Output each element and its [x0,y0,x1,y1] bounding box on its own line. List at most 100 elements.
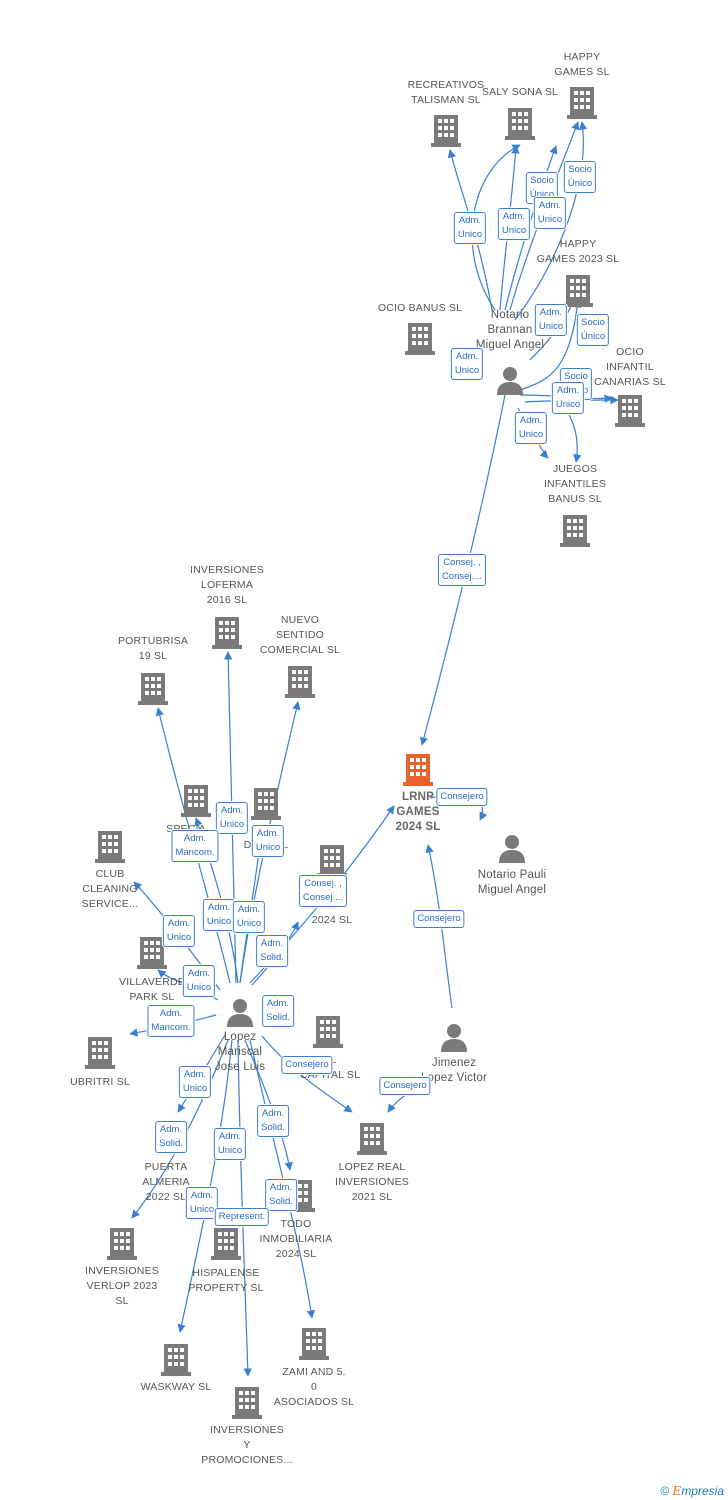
edge-label-badge[interactable]: Socio Único [576,314,610,346]
company-label: TODO INMOBILIARIA 2024 SL [241,1217,351,1262]
company-label: INVERSIONES Y PROMOCIONES... [192,1423,302,1468]
company-node-inversiones-2024[interactable] [317,843,347,877]
company-node-happy-2023[interactable] [563,273,593,307]
company-label-text: OCIO BANUS SL [377,302,463,314]
edge-label-badge[interactable]: Consej. , Consej.... [298,875,348,907]
edge-label-badge[interactable]: Adm. Unico [215,802,249,834]
company-label: SALY SONA SL [465,85,575,100]
person-label: Lopez Mariscal Jose Luis [185,1030,295,1075]
edge-label-badge[interactable]: Consejero [281,1056,333,1074]
building-icon [615,395,645,427]
edge-label-badge[interactable]: Adm. Unico [551,382,585,414]
person-node-notario-pauli[interactable] [497,833,527,863]
company-label-text: UBRITRI SL [70,1076,130,1088]
person-icon [497,367,523,395]
building-icon [431,115,461,147]
person-node-notario-brannan[interactable] [495,365,525,395]
company-node-portubrisa[interactable] [138,671,168,705]
edge-label-badge[interactable]: Adm. Unico [162,915,196,947]
company-label-text: ZAMI AND 5. 0 ASOCIADOS SL [273,1366,355,1408]
company-label: VILLAVERDE PARK SL [97,975,207,1005]
building-icon [567,87,597,119]
company-label-text: TODO INMOBILIARIA 2024 SL [259,1218,333,1260]
company-label: HISPALENSE PROPERTY SL [171,1266,281,1296]
company-label: INVERSIONES VERLOP 2023 SL [67,1264,177,1309]
company-node-zami[interactable] [299,1326,329,1360]
company-node-waskway[interactable] [161,1342,191,1376]
building-icon [560,515,590,547]
company-node-loferma[interactable] [212,615,242,649]
company-node-lopez-real[interactable] [357,1121,387,1155]
building-icon [107,1228,137,1260]
person-icon [441,1024,467,1052]
edge-label-badge[interactable]: Adm. Unico [202,899,236,931]
edge-label-badge[interactable]: Socio Único [563,161,597,193]
company-node-ocio-banus[interactable] [405,321,435,355]
edge-label-badge[interactable]: Consej. , Consej.... [437,554,487,586]
building-icon [137,937,167,969]
building-icon [212,617,242,649]
company-node-ubritri[interactable] [85,1035,115,1069]
company-label: HAPPY GAMES SL [527,50,637,80]
edge-label-badge[interactable]: Adm. Mancom. [171,830,219,862]
building-icon [211,1228,241,1260]
person-node-jimenez[interactable] [439,1022,469,1052]
edge-label-badge[interactable]: Consejero [436,788,488,806]
company-label: OCIO INFANTIL CANARIAS SL [575,345,685,390]
edge-label-badge[interactable]: Adm. Unico [213,1128,247,1160]
building-icon [313,1016,343,1048]
edge-label-badge[interactable]: Adm. Unico [533,197,567,229]
person-label: Notario Pauli Miguel Angel [457,868,567,898]
building-icon [138,673,168,705]
company-label: PORTUBRISA 19 SL [98,634,208,664]
company-label-text: SALY SONA SL [481,86,559,98]
edge-label-badge[interactable]: Adm. Unico [514,412,548,444]
company-node-club-cleaning[interactable] [95,829,125,863]
company-label-text: INVERSIONES LOFERMA 2016 SL [190,564,264,606]
company-node-hispalense[interactable] [211,1226,241,1260]
company-node-domi[interactable] [251,786,281,820]
edge-label-badge[interactable]: Consejero [413,910,465,928]
company-node-villaverde[interactable] [137,935,167,969]
company-label-text: HISPALENSE PROPERTY SL [188,1267,264,1294]
edge-label-badge[interactable]: Adm. Unico [182,965,216,997]
edge-label-badge[interactable]: Adm. Solid. [265,1179,297,1211]
company-label-text: PUERTA ALMERIA 2022 SL [142,1161,190,1203]
building-icon [251,788,281,820]
building-icon [563,275,593,307]
edge-label-badge[interactable]: Adm. Solid. [155,1121,187,1153]
edge-label-badge[interactable]: Adm. Unico [251,825,285,857]
company-node-nuevo-sentido[interactable] [285,664,315,698]
company-node-promociones[interactable] [232,1385,262,1419]
person-label: Notario Brannan Miguel Angel [455,308,565,353]
company-node-juegos[interactable] [560,513,590,547]
edge-label-badge[interactable]: Adm. Unico [497,208,531,240]
edge-label-badge[interactable]: Adm. Unico [178,1066,212,1098]
company-label-text: PORTUBRISA 19 SL [117,635,189,662]
edge-label-badge[interactable]: Adm. Solid. [262,995,294,1027]
edge-label-badge[interactable]: Adm. Unico [534,304,568,336]
edge-label-badge[interactable]: Adm. Unico [232,901,266,933]
company-node-especial[interactable] [181,783,211,817]
edge-label-badge[interactable]: Adm. Unico [453,212,487,244]
edge-label-badge[interactable]: Adm. Solid. [256,935,288,967]
company-label: LOPEZ REAL INVERSIONES 2021 SL [317,1160,427,1205]
edge-label-badge[interactable]: Adm. Unico [185,1187,219,1219]
edge-label-badge[interactable]: Represent. [214,1208,270,1226]
company-node-saly-sona[interactable] [505,106,535,140]
edge-label-badge[interactable]: Adm. Solid. [257,1105,289,1137]
edge-label-badge[interactable]: Consejero [379,1077,431,1095]
company-node-capital[interactable] [313,1014,343,1048]
company-node-happy-games[interactable] [567,85,597,119]
person-node-lopez-mariscal[interactable] [225,997,255,1027]
company-label: JUEGOS INFANTILES BANUS SL [520,462,630,507]
building-icon [299,1328,329,1360]
company-node-recreativos[interactable] [431,113,461,147]
company-label: HAPPY GAMES 2023 SL [523,237,633,267]
company-label-text: JUEGOS INFANTILES BANUS SL [543,463,607,505]
company-label: WASKWAY SL [121,1380,231,1395]
edge-label-badge[interactable]: Adm. Mancom. [147,1005,195,1037]
edge-label-badge[interactable]: Adm. Unico [450,348,484,380]
company-node-verlop[interactable] [107,1226,137,1260]
company-node-ocio-infantil[interactable] [615,393,645,427]
